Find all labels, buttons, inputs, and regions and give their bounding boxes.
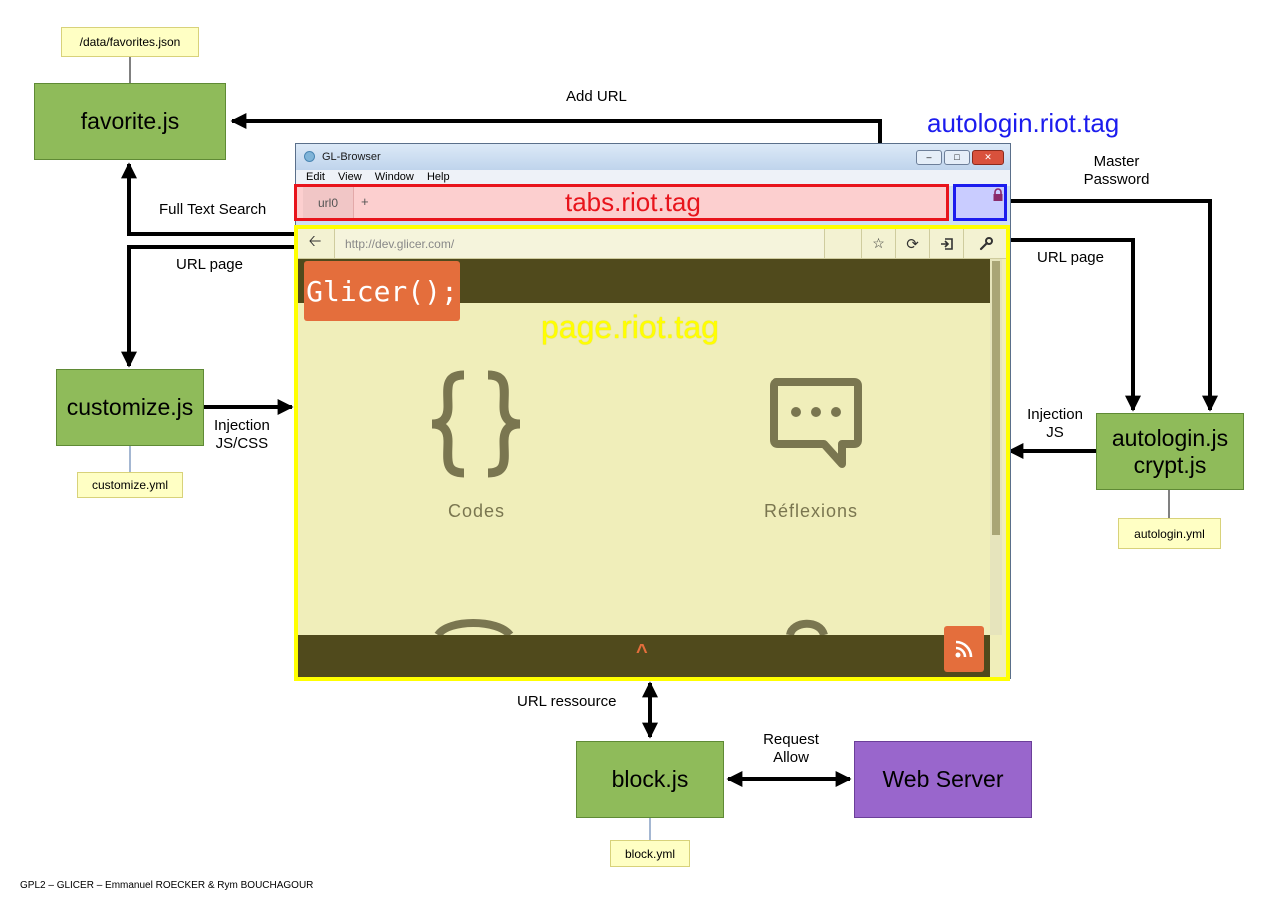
page-scrollbar[interactable] <box>990 259 1002 635</box>
browser-title: GL-Browser <box>322 151 381 163</box>
full-text-search-arrow <box>121 162 298 236</box>
injection-js-line1: Injection <box>1027 406 1083 423</box>
reflexions-caption[interactable]: Réflexions <box>764 501 859 521</box>
autologin-yml-note: autologin.yml <box>1118 518 1221 549</box>
address-bar: 🡠 http://dev.glicer.com/ ☆ ⟳ <box>298 229 1006 259</box>
master-password-arrow <box>1005 199 1218 412</box>
block-yml-note: block.yml <box>610 840 690 867</box>
crypt-module-label: crypt.js <box>1133 451 1207 478</box>
tabs-riot-tag-region: url0 + tabs.riot.tag <box>294 184 949 221</box>
maximize-button[interactable]: □ <box>944 150 970 165</box>
address-spacer <box>824 229 861 258</box>
partial-icons-row <box>434 619 828 635</box>
tab-url0-label: url0 <box>317 195 338 210</box>
menu-item-help[interactable]: Help <box>426 171 450 183</box>
page-riot-tag-region: 🡠 http://dev.glicer.com/ ☆ ⟳ Glicer(); p… <box>294 225 1010 681</box>
rss-icon <box>955 640 973 658</box>
lock-icon[interactable] <box>992 188 1004 201</box>
wrench-icon[interactable] <box>963 229 1006 258</box>
customize-yml-note: customize.yml <box>77 472 183 498</box>
customize-yml-label: customize.yml <box>91 478 168 492</box>
scrollbar-thumb[interactable] <box>992 261 1000 535</box>
app-icon <box>304 151 315 162</box>
injection-js-label: Injection JS <box>1024 406 1086 442</box>
autologin-module: autologin.js crypt.js <box>1096 413 1244 490</box>
new-tab-button[interactable]: + <box>361 194 369 209</box>
back-arrow-icon[interactable]: 🡠 <box>308 233 322 250</box>
full-text-search-label: Full Text Search <box>159 201 267 218</box>
menu-bar: Edit View Window Help <box>296 170 1010 186</box>
tabs-tag-title: tabs.riot.tag <box>565 187 701 217</box>
autologin-riot-tag-region <box>953 184 1007 221</box>
page-tag-title: page.riot.tag <box>541 309 719 345</box>
url-input-value: http://dev.glicer.com/ <box>345 236 455 251</box>
request-allow-label: Request Allow <box>758 731 824 767</box>
master-password-label: Master Password <box>1080 153 1153 189</box>
browser-titlebar: GL-Browser – □ ✕ <box>296 144 1010 170</box>
injection-js-line2: JS <box>1046 424 1064 441</box>
url-page-right-label: URL page <box>1037 249 1104 266</box>
url-page-right-arrow <box>1005 238 1141 412</box>
url-page-left-arrow <box>121 245 298 368</box>
minimize-button[interactable]: – <box>916 150 942 165</box>
autologin-yml-label: autologin.yml <box>1134 526 1205 541</box>
block-yml-label: block.yml <box>624 846 675 861</box>
url-page-left-label: URL page <box>176 256 243 273</box>
favorite-module-label: favorite.js <box>80 108 180 134</box>
scroll-top-button[interactable]: ^ <box>636 641 648 663</box>
site-logo[interactable]: Glicer(); <box>304 261 460 321</box>
browser-window: GL-Browser – □ ✕ Edit View Window Help u… <box>294 143 1011 681</box>
block-module: block.js <box>576 741 724 818</box>
menu-item-edit[interactable]: Edit <box>306 171 325 183</box>
url-ressource-label: URL ressource <box>517 693 617 710</box>
menu-item-window[interactable]: Window <box>374 171 414 183</box>
footer-credit: GPL2 – GLICER – Emmanuel ROECKER & Rym B… <box>20 880 314 891</box>
autologin-module-label: autologin.js <box>1111 424 1229 451</box>
master-password-line1: Master <box>1093 153 1140 170</box>
injection-css-line1: Injection <box>214 417 270 434</box>
braces-icon[interactable] <box>426 369 526 479</box>
menu-item-view[interactable]: View <box>338 171 362 183</box>
speech-bubble-icon[interactable] <box>766 374 866 474</box>
autologin-tag-title: autologin.riot.tag <box>927 108 1120 138</box>
customize-module-label: customize.js <box>66 394 194 420</box>
web-server-node: Web Server <box>854 741 1032 818</box>
favorites-json-label: /data/favorites.json <box>79 35 181 49</box>
block-module-label: block.js <box>611 766 689 792</box>
codes-caption[interactable]: Codes <box>448 501 506 521</box>
star-icon[interactable]: ☆ <box>861 229 895 258</box>
site-footer: ^ <box>298 635 990 677</box>
tab-url0[interactable]: url0 <box>303 187 354 218</box>
login-icon[interactable] <box>929 229 963 258</box>
request-allow-line2: Allow <box>773 749 809 766</box>
request-allow-line1: Request <box>763 731 819 748</box>
master-password-line2: Password <box>1083 171 1150 188</box>
favorites-json-note: /data/favorites.json <box>61 27 199 57</box>
add-url-label: Add URL <box>566 88 627 105</box>
reload-icon[interactable]: ⟳ <box>895 229 929 258</box>
rss-button[interactable] <box>944 626 984 672</box>
favorite-module: favorite.js <box>34 83 226 160</box>
injection-css-label: Injection JS/CSS <box>214 417 270 453</box>
close-button[interactable]: ✕ <box>972 150 1004 165</box>
url-input[interactable]: http://dev.glicer.com/ <box>334 229 824 258</box>
web-server-label: Web Server <box>882 766 1004 792</box>
injection-css-line2: JS/CSS <box>215 435 269 452</box>
customize-module: customize.js <box>56 369 204 446</box>
